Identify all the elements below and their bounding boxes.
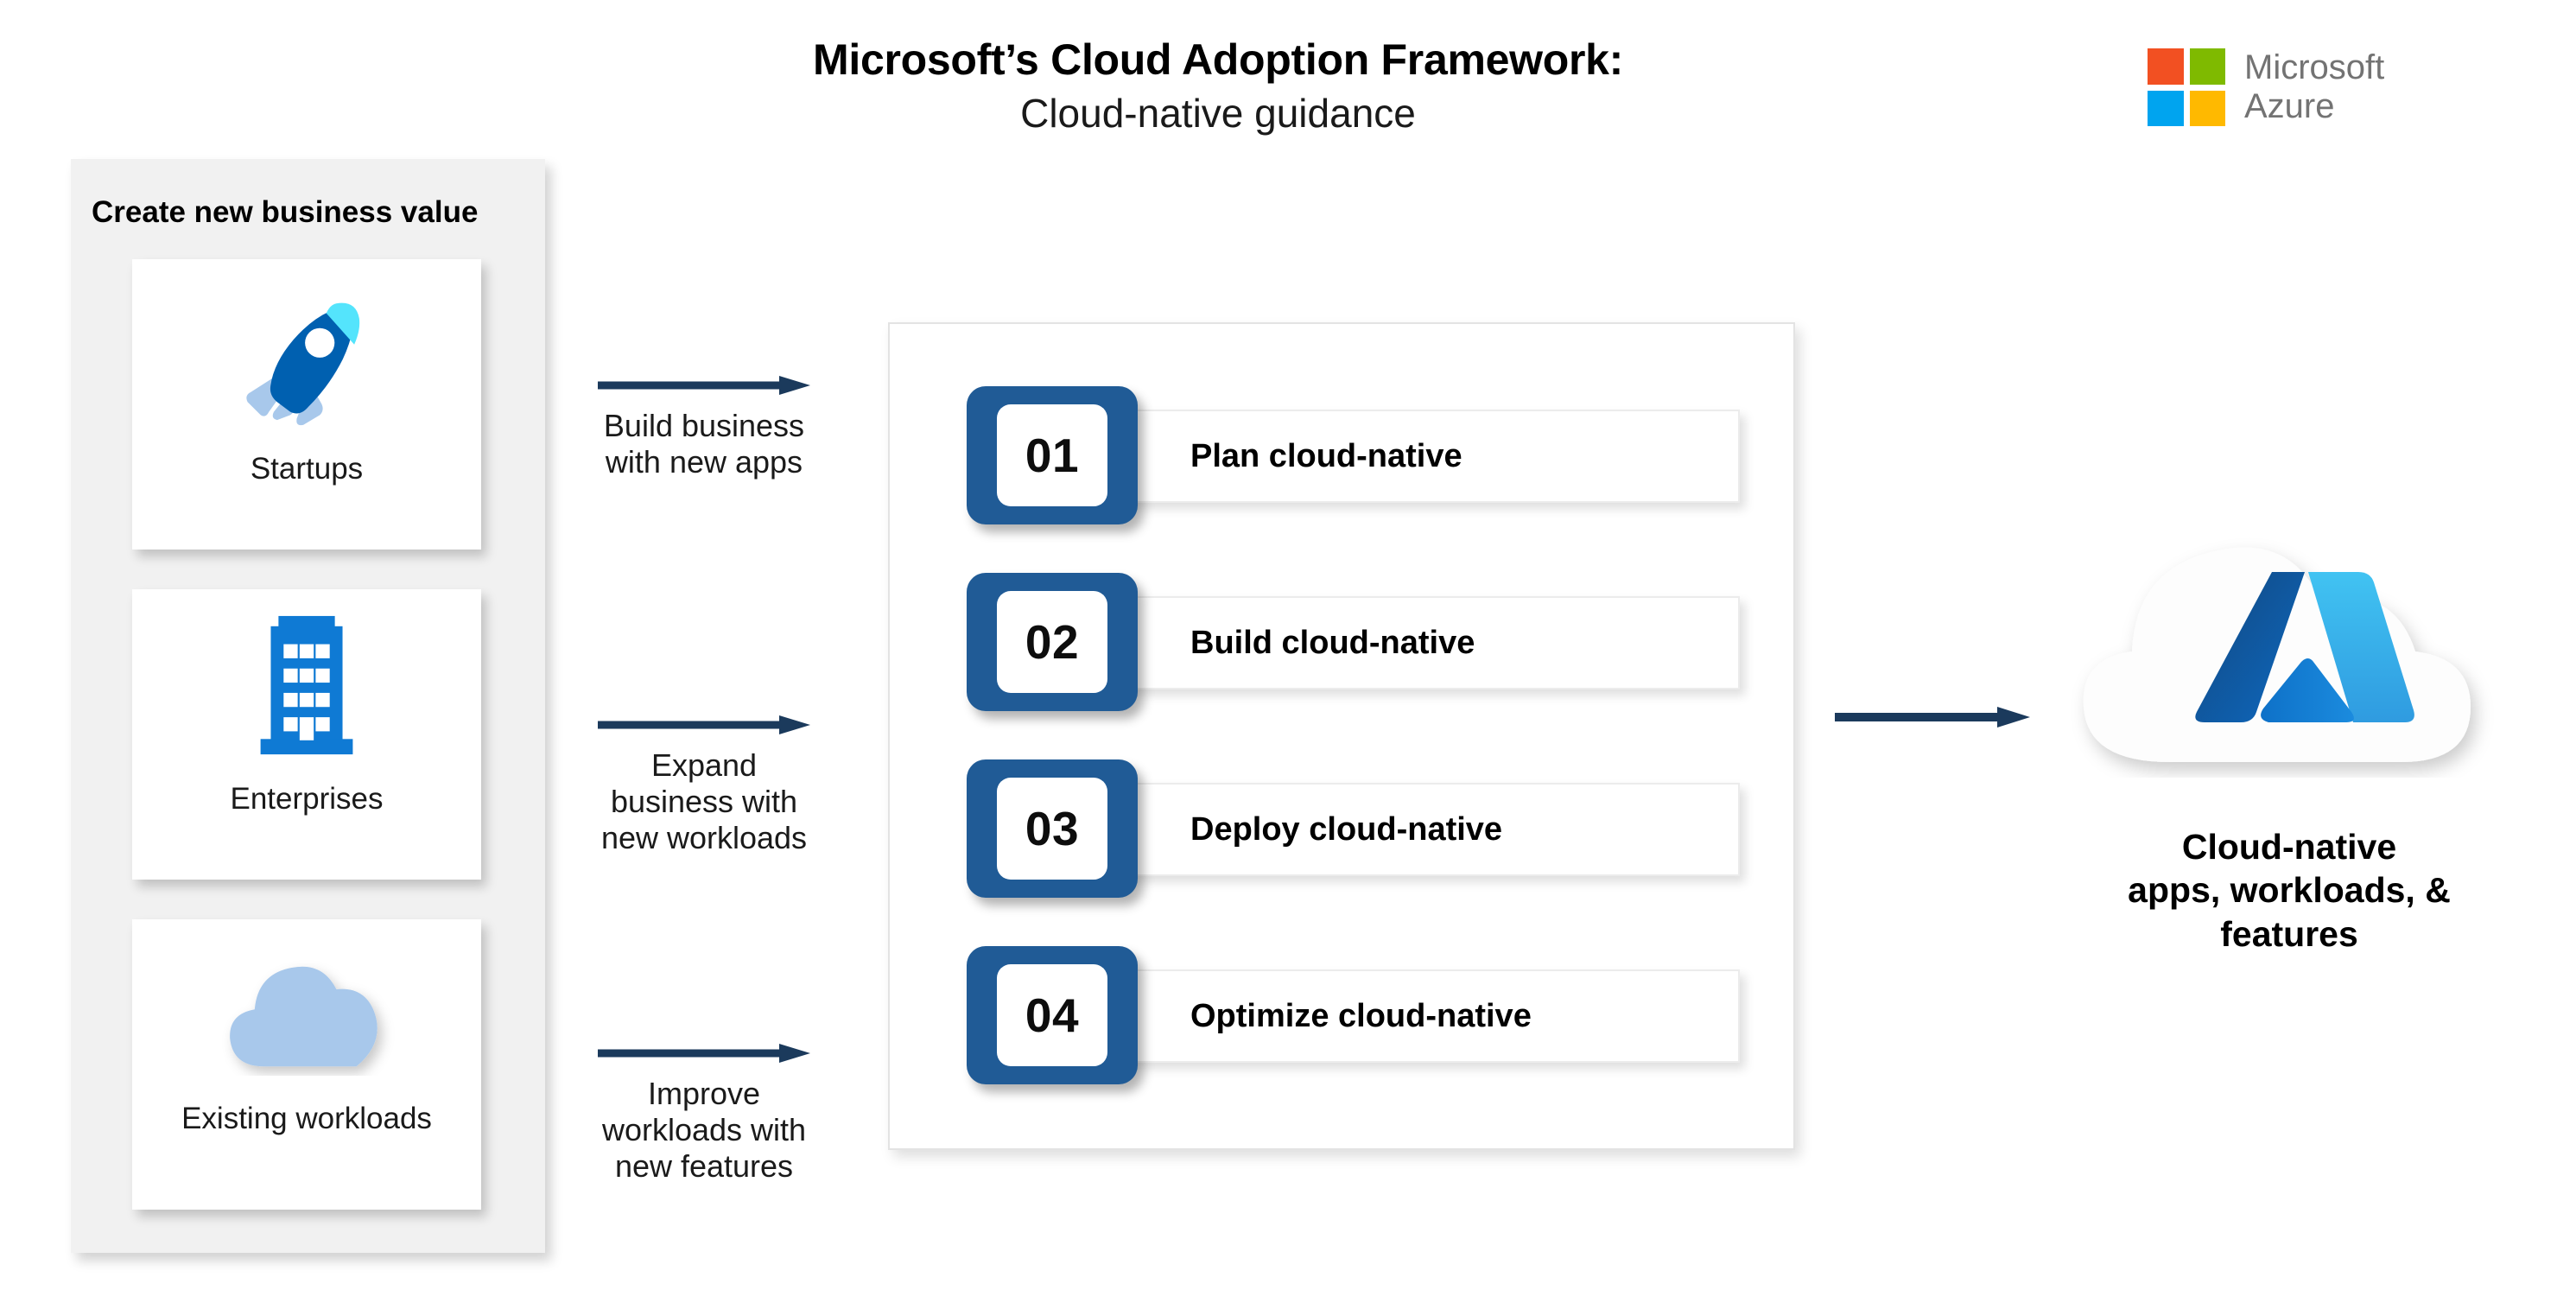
microsoft-square-green <box>2189 48 2225 85</box>
office-building-icon <box>132 589 481 783</box>
step-badge: 01 <box>967 386 1138 524</box>
azure-cloud-logo <box>2046 527 2529 778</box>
flow-expand-business: Expand business with new workloads <box>566 713 842 855</box>
page-title: Microsoft’s Cloud Adoption Framework: Cl… <box>605 35 1831 139</box>
card-startups[interactable]: Startups <box>132 259 481 550</box>
step-label: Optimize cloud-native <box>1190 997 1532 1034</box>
step-bar[interactable]: Plan cloud-native <box>1083 410 1740 503</box>
flow-label-line3: new features <box>614 1147 794 1184</box>
step-bar[interactable]: Build cloud-native <box>1083 596 1740 689</box>
title-line-1: Microsoft’s Cloud Adoption Framework: <box>813 35 1623 84</box>
card-label: Enterprises <box>230 782 384 816</box>
flow-improve-workloads: Improve workloads with new features <box>566 1041 842 1184</box>
microsoft-squares-icon <box>2148 48 2225 126</box>
rocket-icon <box>132 259 481 453</box>
step-number: 04 <box>997 964 1107 1066</box>
step-bar[interactable]: Optimize cloud-native <box>1083 969 1740 1063</box>
microsoft-square-blue <box>2148 90 2184 126</box>
arrow-right-icon <box>598 715 810 734</box>
caption-line-1: Cloud-native <box>2181 827 2397 867</box>
cloud-native-steps-panel: Plan cloud-native 01 Build cloud-native <box>888 322 1795 1150</box>
card-label: Existing workloads <box>181 1102 432 1135</box>
flow-label-line3: new workloads <box>600 819 808 855</box>
flow-label-line1: Build business <box>603 408 805 443</box>
left-panel-title: Create new business value <box>92 195 479 229</box>
brand-microsoft: Microsoft <box>2244 48 2385 87</box>
cloud-icon <box>132 919 481 1102</box>
title-line-2: Cloud-native guidance <box>1020 91 1416 136</box>
step-badge: 04 <box>967 946 1138 1084</box>
step-number: 01 <box>997 404 1107 506</box>
brand-azure: Azure <box>2244 87 2335 125</box>
step-label: Deploy cloud-native <box>1190 810 1503 848</box>
caption-line-3: features <box>2220 913 2358 954</box>
step-label: Build cloud-native <box>1190 624 1475 661</box>
flow-build-business: Build business with new apps <box>566 373 842 480</box>
step-label: Plan cloud-native <box>1190 437 1462 474</box>
create-new-business-value-panel: Create new business value Startups <box>71 159 545 1253</box>
right-caption: Cloud-native apps, workloads, & features <box>2039 825 2540 956</box>
card-enterprises[interactable]: Enterprises <box>132 589 481 880</box>
microsoft-square-red <box>2148 48 2184 85</box>
brand-text: Microsoft Azure <box>2244 48 2384 126</box>
arrow-right-icon <box>598 376 810 395</box>
step-bar[interactable]: Deploy cloud-native <box>1083 783 1740 876</box>
arrow-right-icon <box>598 1044 810 1063</box>
step-badge: 03 <box>967 759 1138 898</box>
flow-label-line2: with new apps <box>605 443 803 480</box>
flow-label-line2: workloads with <box>601 1111 807 1147</box>
caption-line-2: apps, workloads, & <box>2128 870 2451 911</box>
card-label: Startups <box>250 452 364 486</box>
flow-label-line1: Expand <box>650 747 758 783</box>
microsoft-square-yellow <box>2189 90 2225 126</box>
step-badge: 02 <box>967 573 1138 711</box>
flow-label-line2: business with <box>610 783 798 819</box>
step-number: 02 <box>997 591 1107 693</box>
card-existing-workloads[interactable]: Existing workloads <box>132 919 481 1210</box>
arrow-right-icon-final <box>1835 707 2030 728</box>
step-number: 03 <box>997 778 1107 880</box>
flow-label-line1: Improve <box>647 1076 761 1111</box>
microsoft-azure-logo: Microsoft Azure <box>2148 48 2384 126</box>
